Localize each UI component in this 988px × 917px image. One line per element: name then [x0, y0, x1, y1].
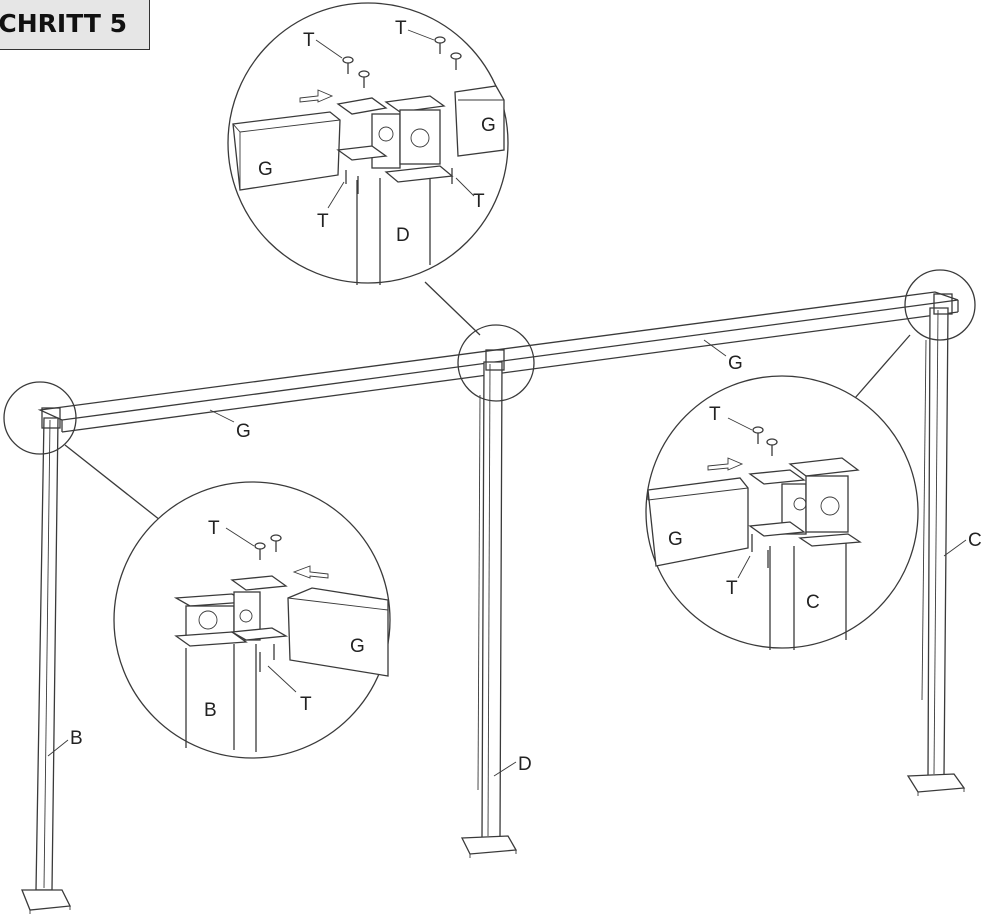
- label-post-right-detail: C: [806, 592, 820, 613]
- post-middle: [460, 349, 518, 858]
- label-screw-right-1: T: [709, 404, 721, 425]
- joint-circle-left: [3, 381, 77, 455]
- label-screw-top-3: T: [317, 211, 329, 232]
- label-screw-top-2: T: [395, 18, 407, 39]
- leader-beam-left: [209, 409, 235, 423]
- label-screw-right-2: T: [726, 578, 738, 599]
- label-screw-top-1: T: [303, 30, 315, 51]
- label-post-main-right: C: [968, 530, 982, 551]
- joint-circle-right: [904, 269, 976, 341]
- label-post-left-detail: B: [204, 700, 217, 721]
- leader-post-d: [493, 761, 517, 777]
- label-beam-right: G: [668, 529, 683, 550]
- connector-left: [64, 444, 161, 521]
- leader-beam-right: [703, 339, 727, 357]
- connector-top: [424, 281, 481, 336]
- label-beam-left: G: [350, 636, 365, 657]
- label-screw-top-4: T: [473, 191, 485, 212]
- label-screw-left-1: T: [208, 518, 220, 539]
- label-beam-top-right: G: [481, 115, 496, 136]
- leader-post-c: [943, 539, 967, 557]
- label-screw-left-2: T: [300, 694, 312, 715]
- post-left: [21, 407, 72, 914]
- label-post-main-left: B: [70, 728, 83, 749]
- detail-right: [645, 375, 919, 650]
- leader-post-b: [47, 739, 69, 757]
- label-post-top: D: [396, 225, 410, 246]
- label-beam-main-left: G: [236, 421, 251, 442]
- detail-left: [113, 481, 391, 759]
- label-beam-main-right: G: [728, 353, 743, 374]
- joint-circle-middle: [457, 324, 535, 402]
- connector-right: [854, 334, 911, 399]
- step-label: SCHRITT 5: [0, 9, 127, 38]
- top-beam: [37, 291, 959, 433]
- label-beam-top-left: G: [258, 159, 273, 180]
- label-post-main-middle: D: [518, 754, 532, 775]
- post-right: [906, 293, 966, 796]
- step-label-box: SCHRITT 5: [0, 0, 150, 50]
- detail-top: [227, 2, 509, 285]
